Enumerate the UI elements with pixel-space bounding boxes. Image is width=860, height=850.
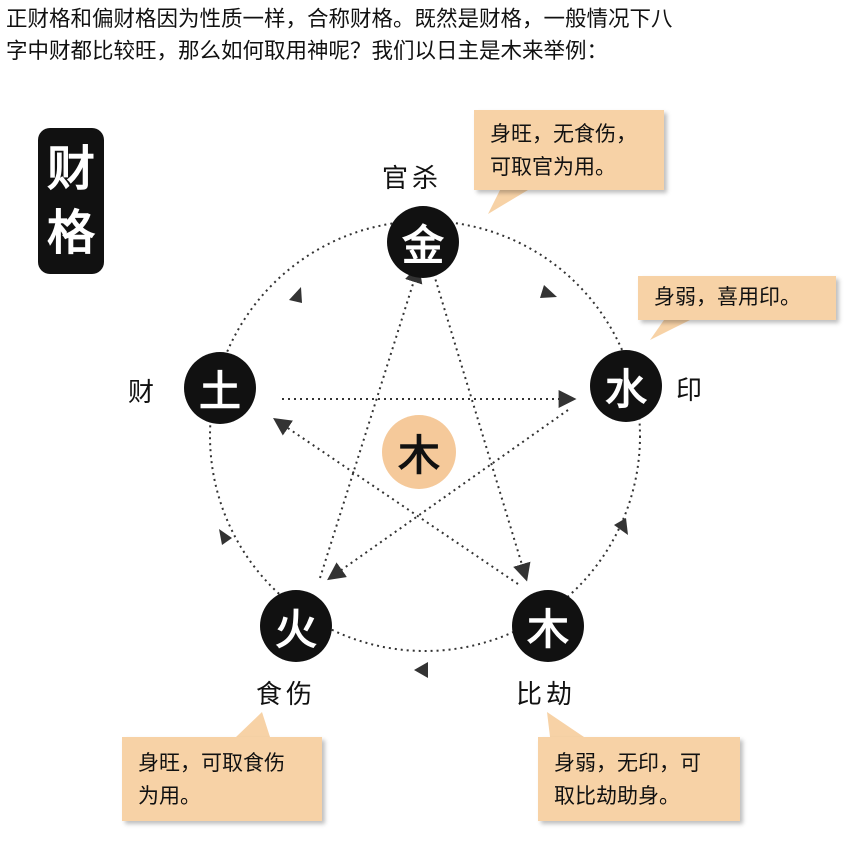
star-line-wood-to-earth <box>273 417 519 585</box>
node-center-wood: 木 <box>382 415 456 489</box>
cycle-arrow-top-right <box>540 285 557 298</box>
note-output-line-2: 为用。 <box>138 784 201 808</box>
note-pointer-top <box>488 190 528 214</box>
cycle-arrow-left-bottom <box>219 529 232 545</box>
cycle-circle <box>209 220 641 652</box>
node-wood-char: 木 <box>526 604 569 654</box>
label-officer-killer: 官杀 <box>382 164 443 194</box>
note-pointer-bottom-right <box>547 712 584 737</box>
note-companion-line-2: 取比劫助身。 <box>554 784 680 808</box>
intro-line-2: 字中财都比较旺，那么如何取用神呢？我们以日主是木来举例： <box>6 39 609 64</box>
note-seal-line-1: 身弱，喜用印。 <box>654 285 801 309</box>
note-officer-line-1: 身旺，无食伤， <box>490 122 637 146</box>
side-title-char-2: 格 <box>46 205 95 261</box>
node-water: 水 <box>590 350 662 422</box>
cycle-arrow-bottom <box>414 662 428 678</box>
node-fire: 火 <box>260 590 332 662</box>
note-output-line-1: 身旺，可取食伤 <box>138 751 285 775</box>
label-companion-robber: 比劫 <box>516 680 577 710</box>
note-output: 身旺，可取食伤 为用。 <box>122 737 322 821</box>
node-wood-day-master: 木 <box>512 590 584 662</box>
node-center-char: 木 <box>397 430 440 480</box>
star-line-fire-to-metal <box>319 264 423 579</box>
node-earth: 土 <box>184 352 256 424</box>
label-wealth: 财 <box>128 378 159 408</box>
intro-text: 正财格和偏财格因为性质一样，合称财格。既然是财格，一般情况下八 字中财都比较旺，… <box>6 4 856 68</box>
cycle-arrow-top-left <box>289 287 302 303</box>
side-title-badge: 财 格 <box>38 128 104 274</box>
node-water-char: 水 <box>604 364 647 414</box>
star-line-metal-to-wood <box>431 267 531 582</box>
node-fire-char: 火 <box>274 604 317 654</box>
node-earth-char: 土 <box>198 366 241 416</box>
note-officer-line-2: 可取官为用。 <box>490 155 616 179</box>
note-seal: 身弱，喜用印。 <box>638 276 836 320</box>
cycle-arrow-right <box>614 518 628 535</box>
node-metal-char: 金 <box>401 220 444 270</box>
note-officer: 身旺，无食伤， 可取官为用。 <box>474 110 664 190</box>
label-seal: 印 <box>676 376 707 406</box>
side-title-char-1: 财 <box>46 141 95 197</box>
note-pointer-bottom-left <box>236 712 270 737</box>
note-pointer-right <box>650 320 690 340</box>
note-companion-line-1: 身弱，无印，可 <box>554 751 701 775</box>
node-metal: 金 <box>387 206 459 278</box>
note-companion: 身弱，无印，可 取比劫助身。 <box>538 737 740 821</box>
intro-line-1: 正财格和偏财格因为性质一样，合称财格。既然是财格，一般情况下八 <box>6 7 673 32</box>
star-line-water-to-fire <box>327 409 569 581</box>
label-output: 食伤 <box>256 680 317 710</box>
